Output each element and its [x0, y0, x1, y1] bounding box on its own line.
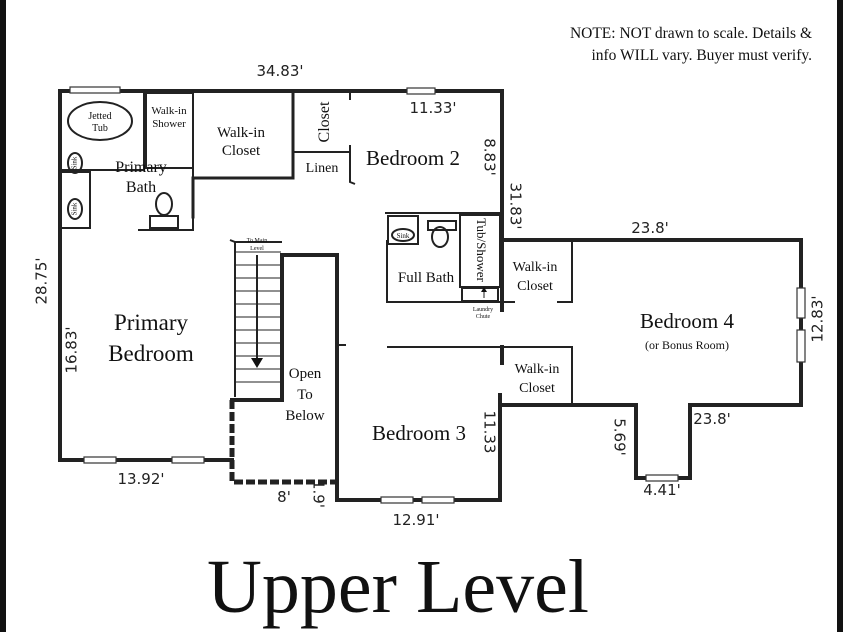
walkin-closet-label: Walk-in — [515, 362, 560, 377]
dimension-label: 8.83' — [481, 138, 499, 176]
dimension-label: 12.91' — [392, 511, 439, 529]
dimension-label: 11.33' — [409, 99, 456, 117]
walkin-closet-label: Closet — [519, 381, 555, 396]
full-bath-label: Full Bath — [398, 270, 455, 286]
dimension-label: 23.8' — [693, 410, 731, 428]
dimension-label: 16.83' — [63, 326, 81, 373]
stairs-label: To Main — [247, 238, 267, 244]
disclaimer-note: NOTE: NOT drawn to scale. Details & — [570, 25, 812, 42]
walls — [58, 89, 803, 502]
windows — [69, 86, 806, 504]
sink-label: Sink — [397, 232, 410, 240]
jetted-tub-label: Jetted — [88, 111, 111, 122]
toilet-tank-icon — [149, 215, 179, 229]
stairs-label: Level — [250, 246, 264, 252]
page-title: Upper Level — [207, 545, 589, 629]
walkin-shower-label: Shower — [152, 118, 186, 130]
dimension-label: 31.83' — [507, 182, 525, 229]
dimension-label: 34.83' — [256, 62, 303, 80]
walkin-closet-label: Walk-in — [513, 260, 558, 275]
disclaimer-note: info WILL vary. Buyer must verify. — [591, 47, 812, 64]
primary-bath-label: Primary — [115, 159, 167, 176]
dimension-label: 11.33 — [481, 411, 499, 454]
primary-bath-label: Bath — [126, 179, 156, 196]
sink-icon — [391, 228, 415, 242]
primary-bedroom-label: Primary — [114, 310, 189, 335]
primary-bedroom-label: Bedroom — [108, 341, 194, 366]
walkin-closet-label: Closet — [222, 143, 261, 159]
arrow-down-icon — [251, 358, 263, 368]
sink-icon — [67, 152, 83, 174]
sink-label: Sink — [71, 202, 79, 215]
closet-label: Closet — [316, 101, 333, 142]
left-border — [0, 0, 6, 632]
laundry-chute-label: Chute — [476, 314, 491, 320]
stair-treads — [236, 251, 281, 383]
jetted-tub-icon — [67, 101, 133, 141]
open-to-below-label: Below — [285, 408, 324, 424]
right-border — [837, 0, 843, 632]
sink-label: Sink — [71, 156, 79, 169]
tub-shower-label: Tub/Shower — [474, 218, 489, 282]
dimension-label: 13.92' — [117, 470, 164, 488]
open-to-below-label: To — [297, 387, 313, 403]
open-to-below-label: Open — [289, 366, 322, 382]
dimension-label: 5.69' — [611, 418, 629, 456]
sink-icon — [67, 198, 83, 220]
toilet-icon — [431, 226, 449, 248]
arrow-up-icon — [481, 287, 487, 292]
dimension-label: 4.41' — [643, 481, 681, 499]
dimension-label: 12.83' — [809, 295, 827, 342]
bedroom-2-label: Bedroom 2 — [366, 146, 460, 170]
bedroom-3-label: Bedroom 3 — [372, 421, 466, 445]
bedroom-4-sublabel: (or Bonus Room) — [645, 338, 729, 352]
bedroom-4-label: Bedroom 4 — [640, 309, 734, 333]
walkin-closet-label: Closet — [517, 279, 553, 294]
laundry-chute-label: Laundry — [473, 307, 493, 313]
toilet-icon — [155, 192, 173, 216]
dimension-label: 8' — [277, 488, 291, 506]
walkin-closet-label: Walk-in — [217, 125, 265, 141]
dimension-label: 28.75' — [33, 257, 51, 304]
walkin-shower-label: Walk-in — [151, 105, 187, 117]
dimension-label: 1.9' — [310, 480, 328, 508]
dimension-label: 23.8' — [631, 219, 669, 237]
linen-label: Linen — [306, 161, 339, 176]
jetted-tub-label: Tub — [92, 123, 108, 134]
toilet-tank-icon — [427, 220, 457, 231]
